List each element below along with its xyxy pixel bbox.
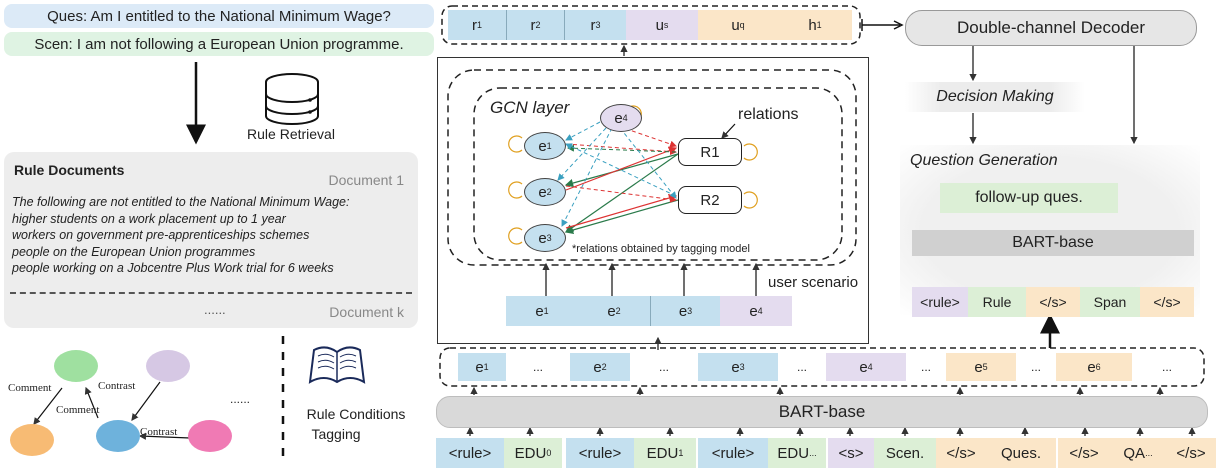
edge-label: Comment [8,382,52,394]
mid-ellipsis: ... [920,360,931,374]
input-token: <rule> [698,438,768,468]
graph-node-blue [96,420,140,452]
relations-note: *relations obtained by tagging model [572,243,750,255]
input-token: <rule> [436,438,504,468]
double-channel-decoder: Double-channel Decoder [905,10,1197,46]
node-r1: R1 [678,138,742,166]
edge-label: Contrast [140,426,178,438]
document-divider [10,292,412,294]
gcn-title: GCN layer [490,98,570,117]
rule-documents-title: Rule Documents [14,162,125,178]
database-icon [265,73,319,125]
question-generation-title: Question Generation [910,152,1058,169]
documents-ellipsis: ...... [204,302,226,317]
input-token: <rule> [566,438,634,468]
rule-line: The following are not entitled to the Na… [12,195,350,209]
graph-ellipsis: ...... [230,392,251,406]
qg-token: </s> [1140,287,1194,317]
qg-token: <rule> [912,287,968,317]
graph-node-pink [188,420,232,452]
document-k-label: Document k [329,304,404,320]
mid-ellipsis: ... [1161,360,1172,374]
question-text: Ques: Am I entitled to the National Mini… [47,7,391,25]
node-r2: R2 [678,186,742,214]
input-token: </s> [1166,438,1216,468]
rule-line: higher students on a work placement up t… [12,211,286,226]
input-token: Scen. [874,438,936,468]
scenario-text: Scen: I am not following a European Unio… [34,35,404,53]
rule-line: people working on a Jobcentre Plus Work … [12,261,334,275]
graph-node-orange [10,424,54,456]
graph-node-purple [146,350,190,382]
rule-retrieval-label: Rule Retrieval [247,126,335,142]
tagging-label-1: Rule Conditions [306,406,406,422]
input-token: EDU... [768,438,826,468]
qg-bart-base: BART-base [912,230,1194,256]
scenario-pill: Scen: I am not following a European Unio… [4,32,434,56]
relations-label: relations [738,106,799,123]
rule-lines: The following are not entitled to the Na… [12,194,349,277]
mid-ellipsis: ... [796,360,807,374]
graph-node-green [54,350,98,382]
input-token: Ques. [986,438,1056,468]
mid-ellipsis: ... [1030,360,1041,374]
bart-base-encoder: BART-base [436,396,1208,428]
edge-label: Contrast [98,380,136,392]
edge-label: Comment [56,404,100,416]
question-pill: Ques: Am I entitled to the National Mini… [4,4,434,28]
document-1-label: Document 1 [328,172,404,188]
follow-up-question: follow-up ques. [940,183,1118,213]
qg-token: Rule [968,287,1026,317]
rule-line: workers on government pre-apprenticeship… [12,228,310,242]
rule-line: people on the European Union programmes [12,244,256,259]
mid-ellipsis: ... [658,360,669,374]
input-token: </s> [936,438,986,468]
qg-token: </s> [1026,287,1080,317]
book-icon [308,346,366,384]
input-token: QA... [1110,438,1166,468]
input-token: <s> [828,438,874,468]
mid-ellipsis: ... [532,360,543,374]
user-scenario-label: user scenario [768,274,859,291]
decision-making: Decision Making [905,82,1085,112]
qg-token: Span [1080,287,1140,317]
tagging-label-2: Tagging [311,426,361,442]
gcn-panel [437,57,869,344]
rule-documents-panel: Rule Documents Document 1 The following … [4,152,418,328]
input-token: </s> [1058,438,1110,468]
